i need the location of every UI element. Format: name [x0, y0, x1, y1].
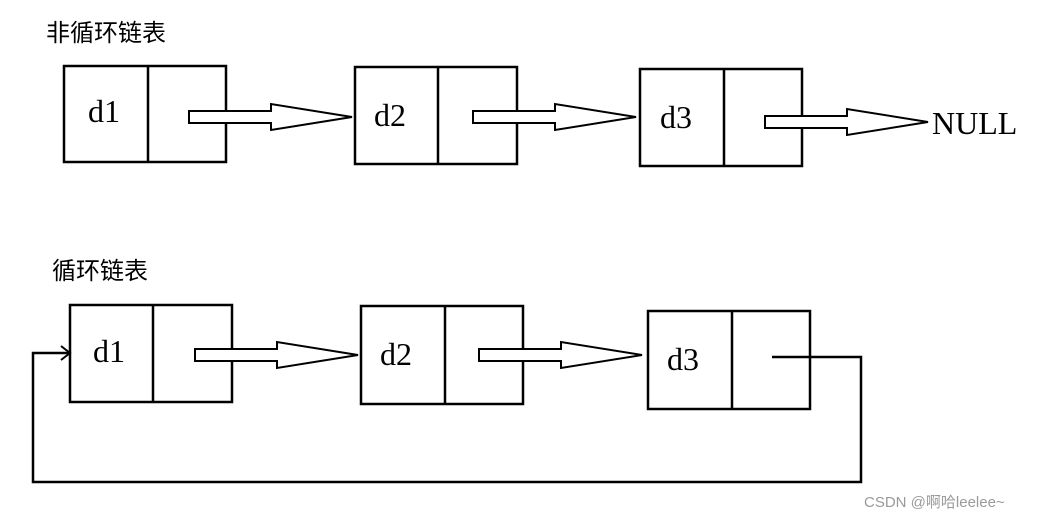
bottom-arrow-2 — [478, 341, 643, 369]
title-circular: 循环链表 — [52, 257, 148, 285]
top-arrow-1 — [188, 103, 353, 131]
loop-back-arrowhead — [60, 345, 72, 361]
bottom-node-2-label: d2 — [380, 336, 412, 372]
title-non-circular: 非循环链表 — [46, 19, 166, 47]
null-label: NULL — [932, 105, 1017, 141]
watermark: CSDN @啊哈leelee~ — [864, 494, 1005, 511]
bottom-arrow-1 — [194, 341, 359, 369]
top-node-1-label: d1 — [88, 93, 120, 129]
bottom-node-1-label: d1 — [93, 333, 125, 369]
top-node-3-label: d3 — [660, 99, 692, 135]
bottom-node-3-label: d3 — [667, 341, 699, 377]
top-arrow-3 — [764, 108, 929, 136]
top-node-2-label: d2 — [374, 97, 406, 133]
bottom-node-3: d3 — [646, 309, 812, 411]
top-arrow-2 — [472, 103, 637, 131]
loop-back-connector — [31, 351, 863, 484]
